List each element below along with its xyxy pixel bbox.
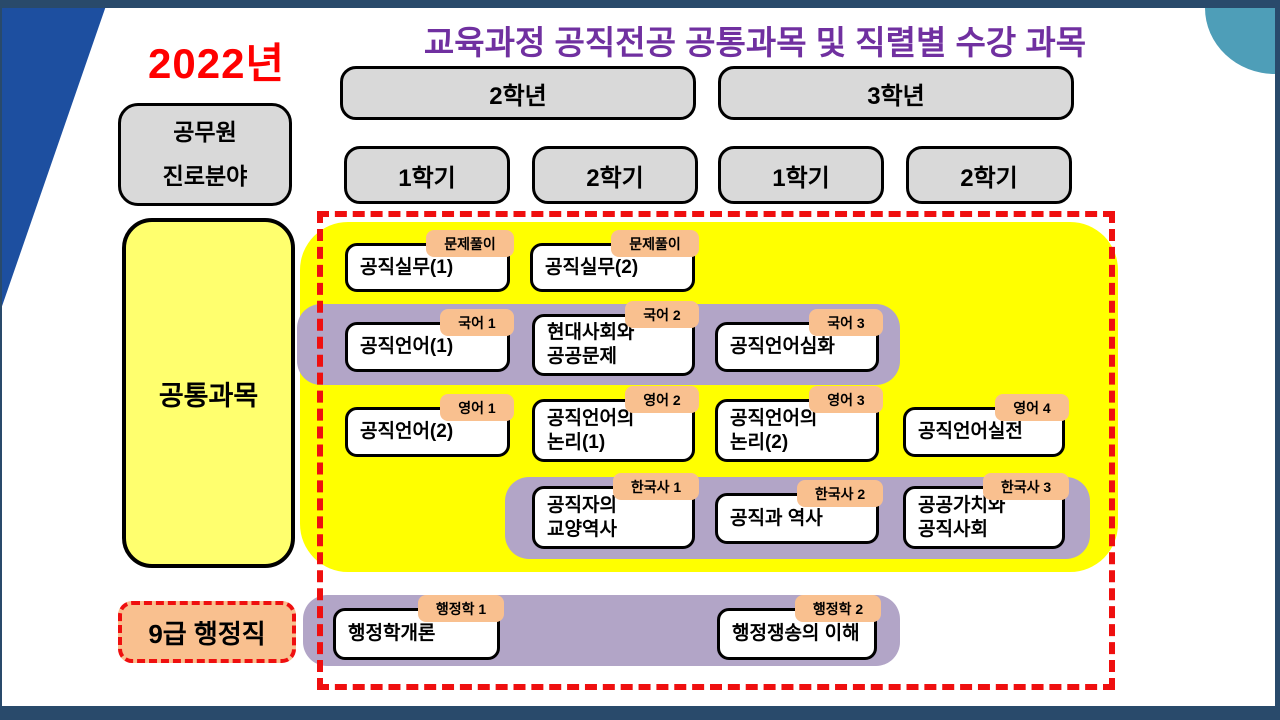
- frame-bottom-bar: [0, 706, 1280, 720]
- grade9-admin-track-box: 9급 행정직: [118, 601, 296, 663]
- year-label: 2022년: [148, 40, 286, 87]
- frame-right-bar: [1275, 0, 1280, 720]
- course-tag: 문제풀이: [611, 230, 699, 257]
- course-tag: 한국사 3: [983, 473, 1069, 500]
- page-title: 교육과정 공직전공 공통과목 및 직렬별 수강 과목: [423, 24, 1087, 61]
- course-tag: 영어 1: [440, 394, 514, 421]
- course-box: 공직언어의 논리(2): [715, 399, 879, 462]
- frame-top-bar: [0, 0, 1280, 8]
- common-subjects-box: 공통과목: [122, 218, 295, 568]
- course-tag: 국어 1: [440, 309, 514, 336]
- corner-teal-shape: [1205, 8, 1275, 74]
- course-box: 공직언어(2): [345, 407, 510, 457]
- semester-header: 1학기: [344, 146, 510, 204]
- course-tag: 영어 4: [995, 394, 1069, 421]
- course-tag: 행정학 1: [418, 595, 504, 622]
- course-tag: 영어 2: [625, 386, 699, 413]
- course-tag: 국어 3: [809, 309, 883, 336]
- corner-wedge-shape: [0, 0, 108, 312]
- semester-header: 2학기: [532, 146, 698, 204]
- course-tag: 국어 2: [625, 301, 699, 328]
- course-tag: 한국사 2: [797, 480, 883, 507]
- highlight-dashed-border: [317, 211, 1115, 690]
- year-header: 3학년: [718, 66, 1074, 120]
- course-tag: 한국사 1: [613, 473, 699, 500]
- frame-left-bar: [0, 0, 2, 720]
- course-tag: 문제풀이: [426, 230, 514, 257]
- career-field-box: 공무원 진로분야: [118, 103, 292, 206]
- year-header: 2학년: [340, 66, 696, 120]
- course-tag: 영어 3: [809, 386, 883, 413]
- course-box: 공직언어의 논리(1): [532, 399, 695, 462]
- course-tag: 행정학 2: [795, 595, 881, 622]
- semester-header: 1학기: [718, 146, 884, 204]
- semester-header: 2학기: [906, 146, 1072, 204]
